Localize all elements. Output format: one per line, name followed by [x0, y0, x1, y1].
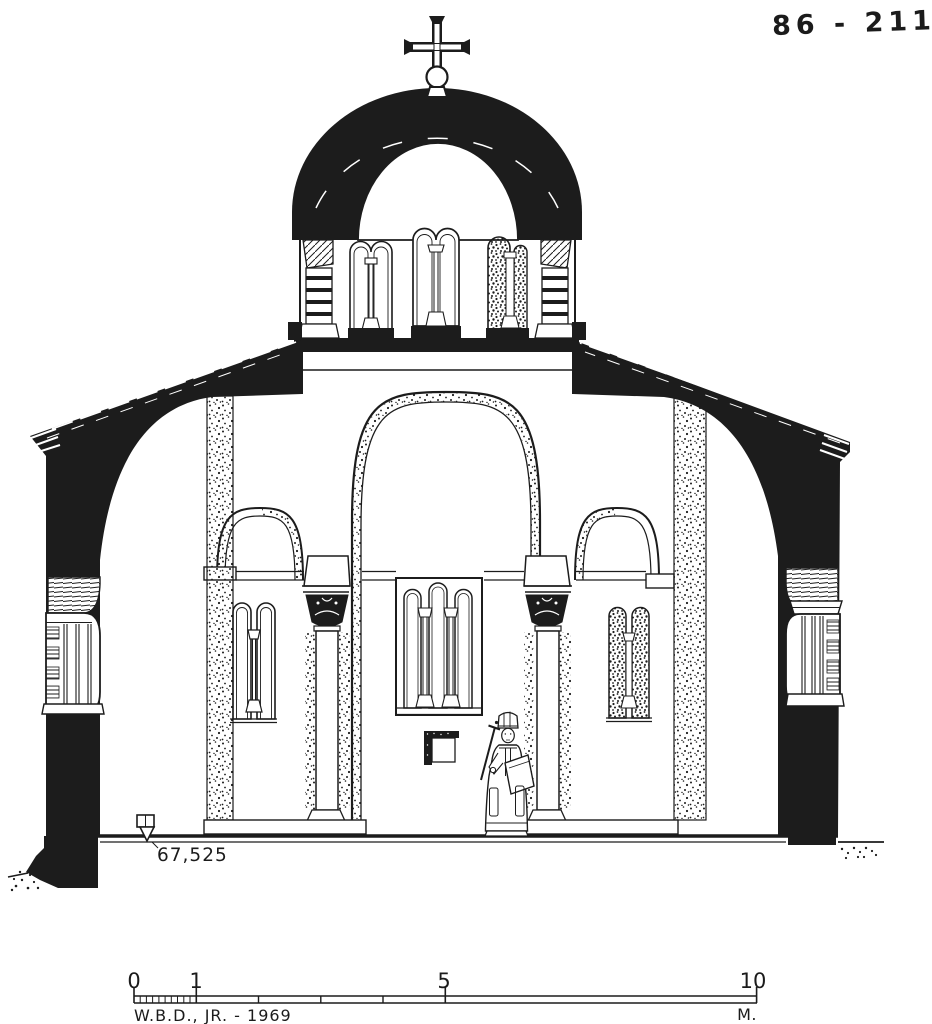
drum-corner-pier-left [298, 239, 340, 339]
floor-and-foundations [7, 819, 884, 892]
cross-finial-icon [404, 16, 470, 98]
left-wall-louver-window [41, 612, 105, 715]
right-naos-column [523, 555, 572, 822]
right-wall-louver-window [785, 600, 845, 707]
drum-bifora-center [412, 227, 460, 327]
tower-base [301, 352, 574, 394]
left-naos-column [302, 555, 351, 822]
right-roof-and-wall-section [573, 340, 850, 836]
central-barrel-vault-arch [350, 390, 542, 820]
drum-corner-pier-right [534, 239, 576, 339]
left-aisle-bifora-window [230, 602, 277, 724]
apse-trifora-window [395, 577, 483, 716]
scale-unit-label: M. [737, 1005, 757, 1024]
back-wall-cornice [236, 570, 646, 581]
scale-tick-5: 5 [437, 969, 450, 993]
drum-bifora-right-stippled [487, 236, 528, 331]
scale-tick-10: 10 [740, 969, 767, 993]
dome-section [292, 88, 582, 338]
catalog-number: 86 - 211 [772, 5, 932, 42]
left-cross-wall-section [206, 395, 234, 821]
wall-niche [424, 731, 459, 765]
ground-stipple-right [840, 846, 878, 860]
drum-cornice [288, 322, 586, 352]
right-vault-impost [785, 567, 839, 608]
drum-bifora-left [349, 240, 393, 331]
left-vault-impost [47, 576, 101, 614]
elevation-marker [136, 814, 159, 849]
scale-tick-0: 0 [127, 969, 140, 993]
right-cross-wall-section [673, 395, 707, 821]
draftsman-credit: W.B.D., JR. - 1969 [134, 1006, 292, 1024]
ground-stipple-left [10, 870, 40, 892]
elevation-value: 67,525 [157, 845, 228, 866]
right-aisle-arch [574, 506, 675, 589]
right-aisle-bifora-window [606, 606, 652, 723]
scale-tick-1: 1 [189, 969, 202, 993]
scale-bar [133, 987, 758, 1004]
scale-figure-cleric [480, 711, 535, 837]
